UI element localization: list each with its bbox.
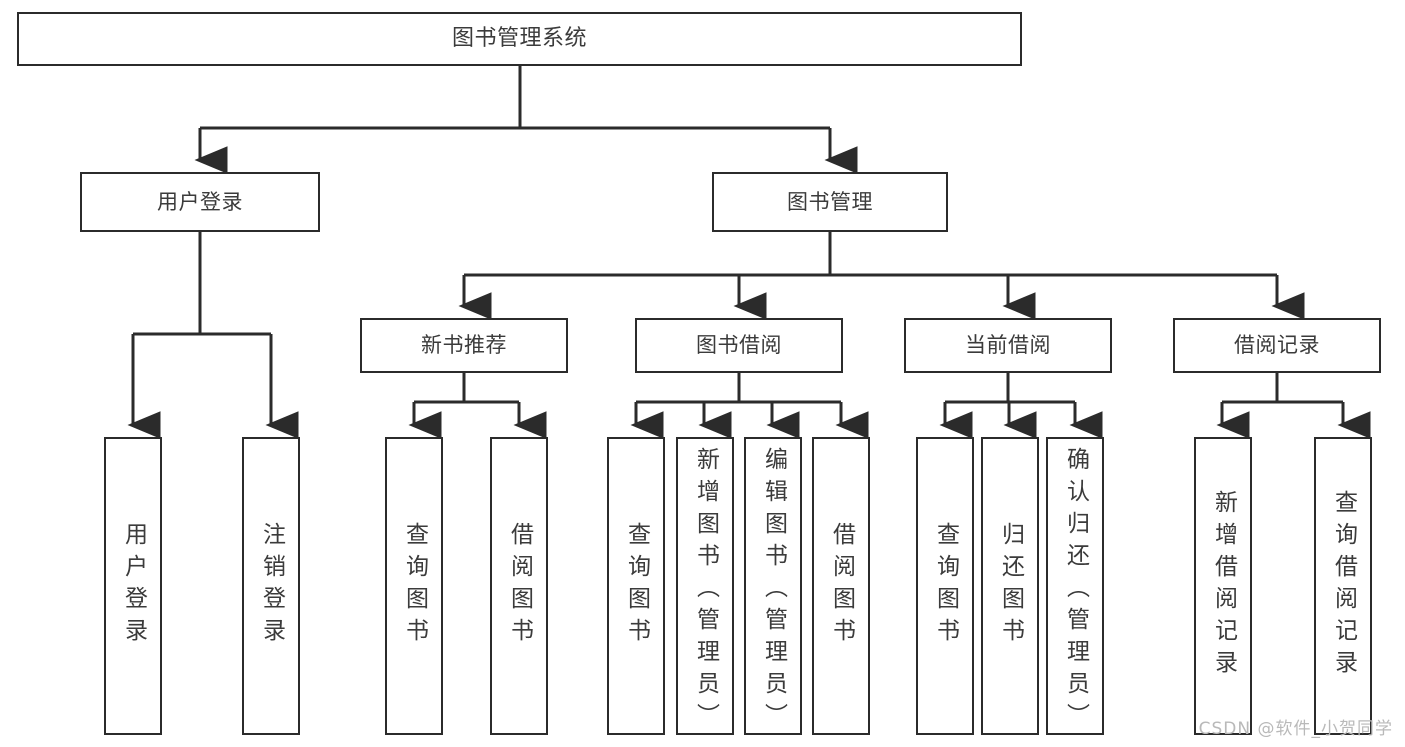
leaf-query-books-borrow[interactable]: 查询图书	[607, 437, 665, 735]
leaf-label: 用户登录	[120, 522, 147, 650]
node-book-management[interactable]: 图书管理	[712, 172, 948, 232]
leaf-add-book-admin[interactable]: 新增图书（管理员）	[676, 437, 734, 735]
leaf-borrow-books[interactable]: 借阅图书	[812, 437, 870, 735]
leaf-label: 新增借阅记录	[1210, 490, 1237, 682]
leaf-query-books-current[interactable]: 查询图书	[916, 437, 974, 735]
node-label: 新书推荐	[421, 333, 507, 358]
watermark: CSDN @软件_小贺同学	[1198, 719, 1393, 739]
node-label: 图书借阅	[696, 333, 782, 358]
node-label: 图书管理	[787, 189, 873, 214]
node-root-book-management-system[interactable]: 图书管理系统	[17, 12, 1022, 66]
leaf-label: 查询图书	[623, 522, 650, 650]
leaf-label: 借阅图书	[506, 522, 533, 650]
leaf-add-borrow-record[interactable]: 新增借阅记录	[1194, 437, 1252, 735]
leaf-query-books-recommend[interactable]: 查询图书	[385, 437, 443, 735]
node-book-borrow[interactable]: 图书借阅	[635, 318, 843, 373]
leaf-edit-book-admin[interactable]: 编辑图书（管理员）	[744, 437, 802, 735]
leaf-label: 查询图书	[401, 522, 428, 650]
node-label: 当前借阅	[965, 333, 1051, 358]
leaf-logout[interactable]: 注销登录	[242, 437, 300, 735]
leaf-label: 查询借阅记录	[1330, 490, 1357, 682]
node-borrow-record[interactable]: 借阅记录	[1173, 318, 1381, 373]
leaf-label: 查询图书	[932, 522, 959, 650]
leaf-user-login[interactable]: 用户登录	[104, 437, 162, 735]
node-label: 图书管理系统	[451, 26, 587, 52]
leaf-borrow-books-recommend[interactable]: 借阅图书	[490, 437, 548, 735]
leaf-label: 新增图书（管理员）	[692, 447, 719, 735]
leaf-label: 编辑图书（管理员）	[760, 447, 787, 735]
node-user-login[interactable]: 用户登录	[80, 172, 320, 232]
leaf-confirm-return-admin[interactable]: 确认归还（管理员）	[1046, 437, 1104, 735]
leaf-return-books[interactable]: 归还图书	[981, 437, 1039, 735]
node-label: 借阅记录	[1234, 333, 1320, 358]
leaf-query-borrow-record[interactable]: 查询借阅记录	[1314, 437, 1372, 735]
leaf-label: 注销登录	[258, 522, 285, 650]
node-new-book-recommend[interactable]: 新书推荐	[360, 318, 568, 373]
node-current-borrow[interactable]: 当前借阅	[904, 318, 1112, 373]
leaf-label: 借阅图书	[828, 522, 855, 650]
node-label: 用户登录	[157, 189, 243, 214]
leaf-label: 确认归还（管理员）	[1062, 447, 1089, 735]
leaf-label: 归还图书	[997, 522, 1024, 650]
